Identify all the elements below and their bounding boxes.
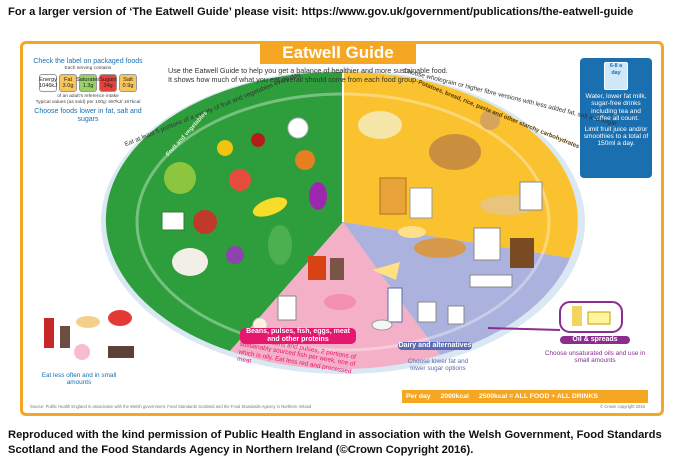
women-kcal: 2000kcal — [440, 393, 469, 400]
bottom-caption: Reproduced with the kind permission of P… — [8, 429, 662, 456]
daily-energy-bar: Per day 2000kcal 2500kcal = ALL FOOD + A… — [402, 390, 648, 403]
reference-text: of an adult's reference intake — [57, 94, 119, 100]
traffic-cell-energy: Energy 1046kJ — [38, 74, 58, 93]
drinks-panel: 6-8 a day Water, lower fat milk, sugar-f… — [580, 58, 652, 178]
serving-text: Each serving contains — [64, 66, 112, 71]
traffic-cell-fat: Fat 3.0g — [59, 74, 77, 93]
traffic-cell-saturates: Saturates 1.3g — [76, 74, 100, 93]
traffic-cell-text: Saturates 1.3g — [76, 77, 100, 90]
traffic-cell-text: Sugars 34g — [99, 77, 117, 90]
label-panel-title: Check the label on packaged foods — [33, 58, 143, 65]
drinks-text-1: Water, lower fat milk, sugar-free drinks… — [585, 93, 647, 123]
top-caption: For a larger version of ‘The Eatwell Gui… — [8, 6, 634, 18]
traffic-cell-text: Energy 1046kJ — [38, 77, 58, 90]
guide-title: Eatwell Guide — [260, 42, 416, 64]
label-panel-footer: Choose foods lower in fat, salt and suga… — [34, 108, 142, 124]
subtitle-line-2: It shows how much of what you eat overal… — [168, 75, 419, 84]
copyright-mark: © Crown copyright 2016 — [600, 404, 645, 409]
oil-note: Choose unsaturated oils and use in small… — [544, 350, 646, 365]
starch-foods — [358, 110, 543, 288]
water-glass-icon: 6-8 a day — [604, 62, 628, 90]
treats — [44, 310, 134, 360]
glass-label: 6-8 a day — [609, 63, 623, 76]
traffic-cell-sugars: Sugars 34g — [99, 74, 117, 93]
traffic-cell-salt: Salt 0.9g — [119, 74, 137, 93]
protein-label: Beans, pulses, fish, eggs, meat and othe… — [240, 328, 356, 344]
dairy-label: Dairy and alternatives — [398, 342, 472, 350]
per-day-label: Per day — [406, 393, 431, 400]
traffic-cell-text: Fat 3.0g — [62, 77, 74, 90]
dairy-foods — [371, 262, 465, 331]
oil-label: Oil & spreads — [560, 336, 630, 344]
source-credit: Source: Public Health England in associa… — [30, 404, 312, 409]
subtitle-line-1: Use the Eatwell Guide to help you get a … — [168, 66, 448, 75]
guide-subtitle: Use the Eatwell Guide to help you get a … — [168, 66, 508, 84]
traffic-cell-text: Salt 0.9g — [122, 77, 134, 90]
typical-text: Typical values (as sold) per 100g: 697kJ… — [35, 99, 141, 105]
fruit-veg-segment — [105, 71, 344, 352]
check-label-panel: Check the label on packaged foods Each s… — [28, 58, 148, 136]
men-kcal: 2500kcal = ALL FOOD + ALL DRINKS — [478, 393, 598, 400]
treats-note: Eat less often and in small amounts — [41, 372, 117, 387]
dairy-note: Choose lower fat and lower sugar options — [407, 358, 469, 373]
oil-spreads — [487, 301, 623, 333]
fruit-veg-foods — [161, 117, 327, 276]
drinks-text-2: Limit fruit juice and/or smoothies to a … — [583, 125, 649, 148]
